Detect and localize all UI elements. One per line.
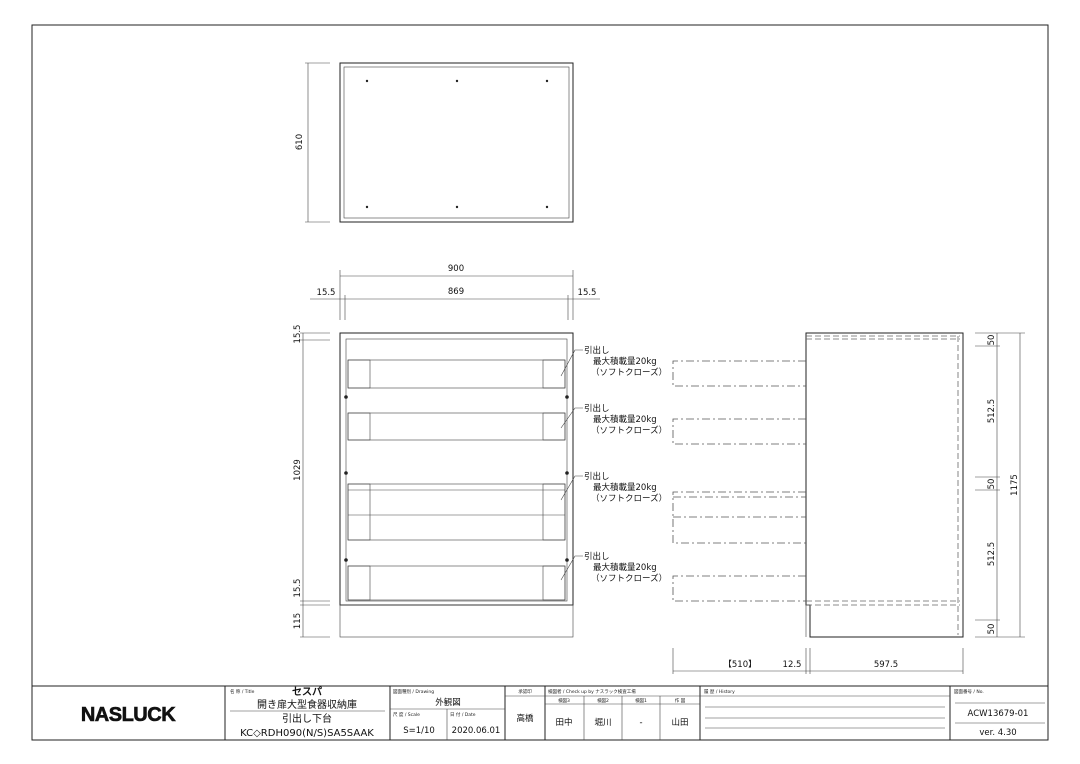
checker-role-3: 検図3 — [558, 697, 570, 704]
checker-role-1: 検図1 — [635, 697, 647, 704]
dim-overall-height: 1175 — [1010, 474, 1020, 496]
sheet-border — [31, 24, 1049, 741]
date-value: 2020.06.01 — [452, 726, 501, 736]
title-label: 名 称 / Title — [230, 688, 255, 695]
drawing-type: 外観図 — [435, 697, 461, 708]
top-view: 610 — [295, 62, 574, 223]
drawing-label: 図面種別 / Drawing — [393, 688, 434, 695]
checker-role-2: 検図2 — [597, 697, 609, 704]
dim-height-5: 50 — [987, 624, 997, 635]
dim-height-2: 512.5 — [987, 399, 997, 423]
checker-name-1: - — [639, 718, 642, 728]
svg-text:引出し: 引出し — [584, 471, 610, 482]
title-line-4: KC◇RDH090(N/S)SA5SAAK — [240, 728, 374, 739]
svg-text:最大積載量20kg: 最大積載量20kg — [593, 356, 657, 367]
dim-side-right: 15.5 — [578, 288, 597, 298]
dim-inner-height: 1029 — [293, 459, 303, 481]
title-line-3: 引出し下台 — [282, 712, 332, 725]
dim-drawer-extension: 【510】 — [723, 660, 756, 670]
svg-text:引出し: 引出し — [584, 551, 610, 562]
dim-inner-width: 869 — [448, 287, 464, 297]
nasluck-logo: NASLUCK — [81, 704, 176, 726]
svg-text:（ソフトクローズ）: （ソフトクローズ） — [591, 573, 667, 584]
svg-text:引出し: 引出し — [584, 403, 610, 414]
dim-depth-top: 610 — [295, 134, 305, 150]
dim-overall-width: 900 — [448, 264, 464, 274]
dim-height-1: 50 — [987, 335, 997, 346]
dim-front-offset: 12.5 — [783, 660, 802, 670]
dim-top-thickness: 15.5 — [293, 325, 303, 344]
title-line-2: 開き扉大型食器収納庫 — [257, 698, 357, 711]
drawer-note-1: 引出し 最大積載量20kg （ソフトクローズ） — [584, 345, 667, 378]
side-view: 50 512.5 50 512.5 50 1175 【510】 12.5 597… — [672, 332, 1025, 674]
dim-height-4: 512.5 — [987, 542, 997, 566]
checker-name-3: 田中 — [555, 717, 572, 728]
svg-text:（ソフトクローズ）: （ソフトクローズ） — [591, 367, 667, 378]
dim-plinth-height: 115 — [293, 613, 303, 629]
dim-height-3: 50 — [987, 479, 997, 490]
drafter-role: 作 図 — [675, 697, 686, 704]
history-label: 履 歴 / History — [704, 689, 735, 695]
drafter-name: 山田 — [671, 717, 688, 728]
dim-bottom-thickness: 15.5 — [293, 579, 303, 598]
check-label: 検図者 / Check up by ナスラック検査工場 — [548, 688, 636, 695]
drawing-version: ver. 4.30 — [979, 728, 1016, 738]
svg-text:（ソフトクローズ）: （ソフトクローズ） — [591, 493, 667, 504]
drawing-number: ACW13679-01 — [968, 709, 1029, 719]
scale-value: S=1/10 — [403, 726, 435, 736]
dim-side-depth: 597.5 — [874, 660, 898, 670]
svg-text:（ソフトクローズ）: （ソフトクローズ） — [591, 425, 667, 436]
svg-text:最大積載量20kg: 最大積載量20kg — [593, 414, 657, 425]
drawer-note-3: 引出し 最大積載量20kg （ソフトクローズ） — [584, 471, 667, 504]
svg-text:引出し: 引出し — [584, 345, 610, 356]
svg-text:最大積載量20kg: 最大積載量20kg — [593, 482, 657, 493]
svg-text:最大積載量20kg: 最大積載量20kg — [593, 562, 657, 573]
approval-label: 承認印 — [518, 688, 532, 695]
date-label: 日 付 / Date — [450, 711, 476, 718]
drawer-note-2: 引出し 最大積載量20kg （ソフトクローズ） — [584, 403, 667, 436]
title-line-1: セスパ — [292, 686, 322, 698]
dim-side-left: 15.5 — [317, 288, 336, 298]
front-view: 900 869 15.5 15.5 15.5 1029 15.5 115 引出し… — [293, 264, 667, 638]
approver-name: 高橋 — [516, 713, 534, 724]
scale-label: 尺 度 / Scale — [393, 711, 420, 718]
title-block: NASLUCK 名 称 / Title セスパ 開き扉大型食器収納庫 引出し下台… — [32, 685, 1048, 740]
checker-name-2: 堀川 — [594, 718, 611, 728]
drawer-note-4: 引出し 最大積載量20kg （ソフトクローズ） — [584, 551, 667, 584]
number-label: 図面番号 / No. — [954, 688, 984, 695]
